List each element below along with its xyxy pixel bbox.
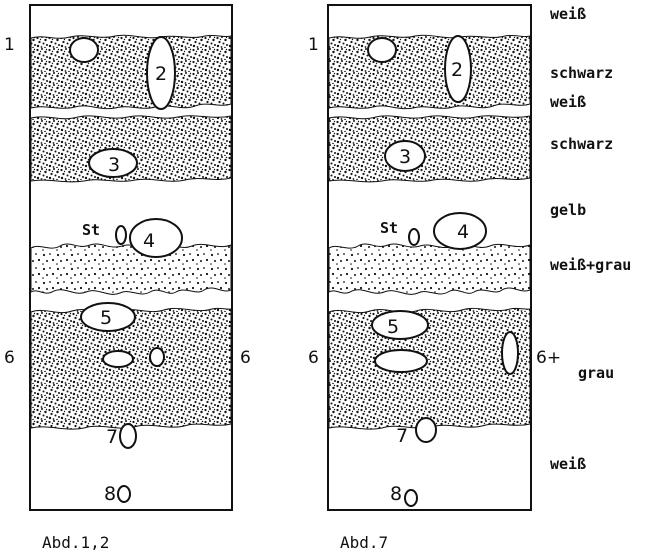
right-mark-right: 6+ [536,348,561,368]
right-st-label: St [380,219,398,237]
left-stone-st [116,226,126,244]
left-stone-2-label: 2 [155,63,167,85]
left-layer-white-grey [31,244,231,294]
left-mark-right: 6 [240,348,251,368]
right-stone-st [409,229,419,245]
right-stone-7 [416,418,436,442]
right-mark-top: 1 [308,35,319,55]
color-label-8: weiß [550,455,586,473]
left-layer-black-1 [31,35,231,108]
color-label-5: gelb [550,201,586,219]
right-stone-5-label: 5 [387,316,399,338]
color-label-6: weiß+grau [550,256,631,274]
color-label-1: weiß [550,5,586,23]
left-mark-left: 6 [4,348,15,368]
left-layer-grey [31,308,231,429]
right-layer-grey [329,308,530,429]
left-mark-top: 1 [4,35,15,55]
left-stone-1 [70,38,98,62]
right-mark-left: 6 [308,348,319,368]
color-label-7: grau [578,364,614,382]
left-profile-column: 2 3 4 5 7 8 St [30,5,232,510]
left-caption: Abd.1,2 [42,533,109,552]
right-stone-2-label: 2 [451,59,463,81]
left-st-label: St [82,221,100,239]
left-stone-4-label: 4 [143,230,155,252]
left-stone-small-b [150,348,164,366]
color-label-4: schwarz [550,135,613,153]
right-profile-column: 2 3 4 5 7 8 St [328,5,531,510]
color-label-3: weiß [550,93,586,111]
layer-color-legend: weiß schwarz weiß schwarz gelb weiß+grau… [550,5,631,473]
left-stone-3-label: 3 [108,154,120,176]
left-stone-8-label: 8 [104,483,116,505]
right-stone-6plus [502,332,518,374]
left-stone-7 [120,424,136,448]
right-stone-8-label: 8 [390,483,402,505]
left-stone-7-label: 7 [106,426,118,448]
left-stone-5-label: 5 [100,307,112,329]
right-stone-7-label: 7 [396,425,408,447]
right-caption: Abd.7 [340,533,388,552]
right-stone-4-label: 4 [457,221,469,243]
color-label-2: schwarz [550,64,613,82]
left-stone-4 [130,219,182,257]
right-layer-black-2 [329,116,530,182]
right-stone-1 [368,38,396,62]
right-layer-black-1 [329,35,530,108]
right-stone-3-label: 3 [399,146,411,168]
right-stone-5 [372,311,428,339]
right-stone-small-a [375,350,427,372]
right-layer-white-grey [329,244,530,294]
left-stone-small-a [103,351,133,367]
